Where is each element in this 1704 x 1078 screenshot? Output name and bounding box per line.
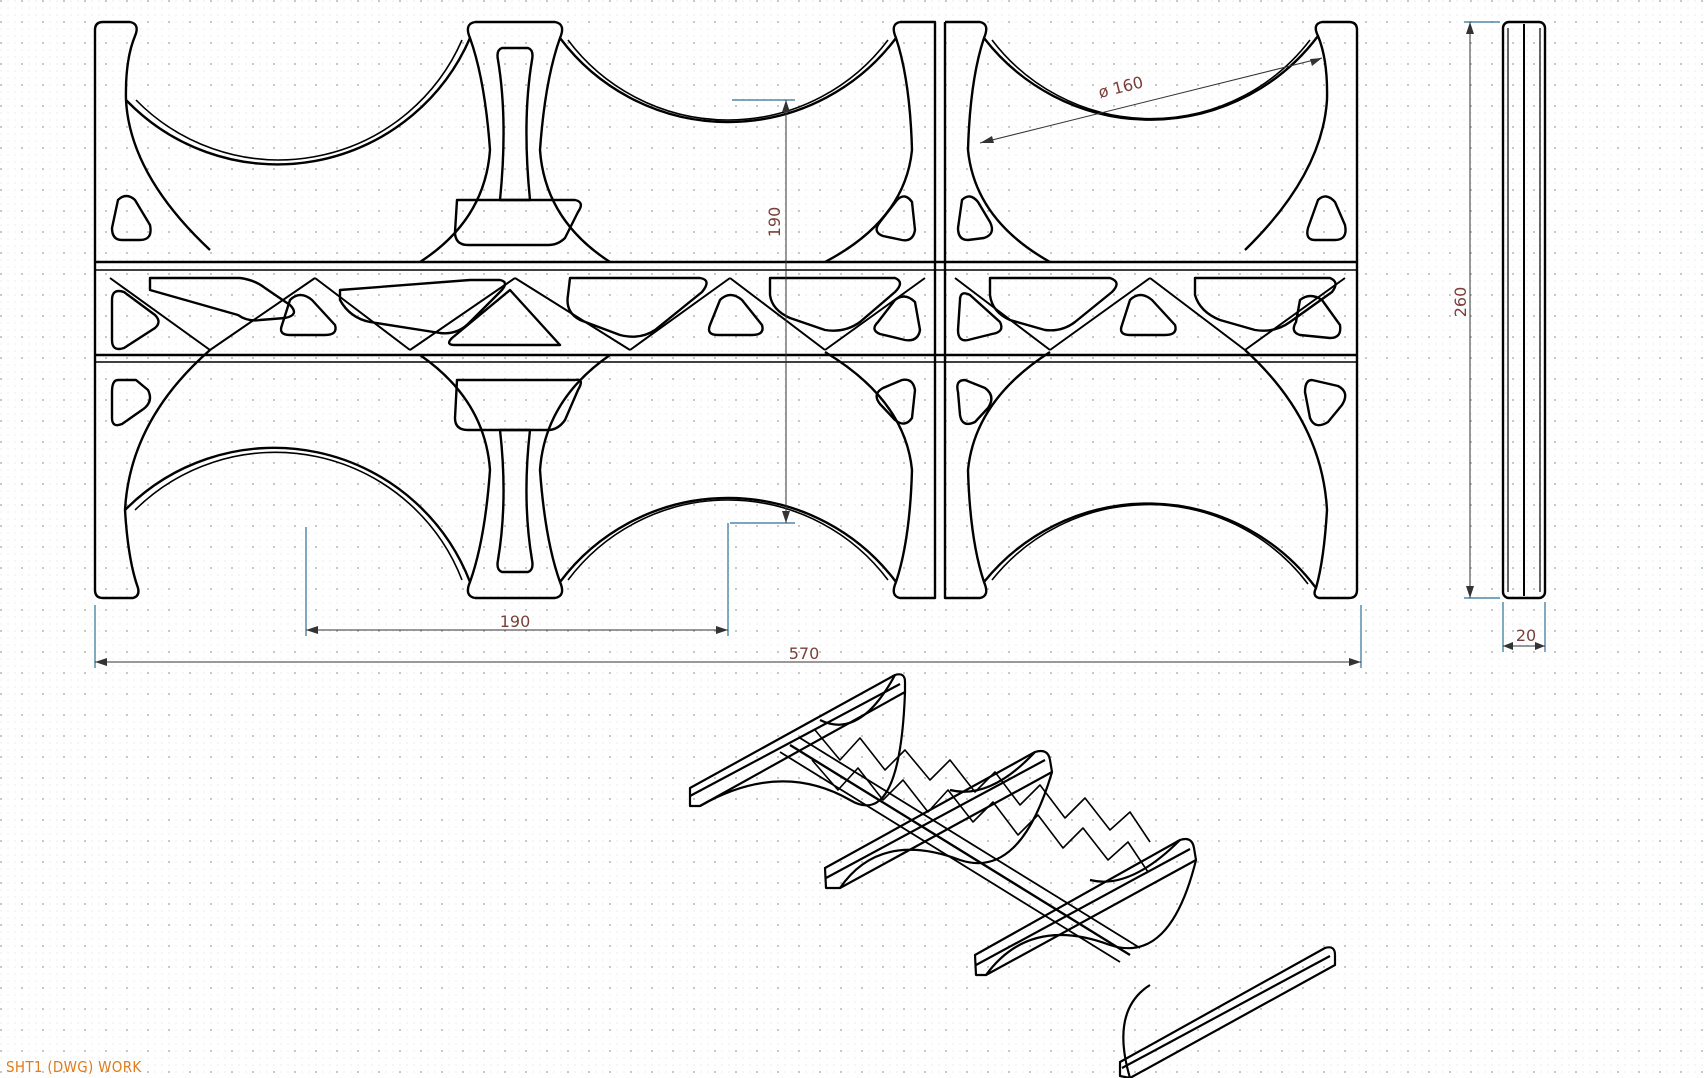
dimension-thickness: 20 bbox=[1516, 626, 1536, 645]
sheet-tab-label[interactable]: SHT1 (DWG) WORK bbox=[6, 1058, 142, 1076]
front-view-outer-outline bbox=[93, 20, 1359, 600]
front-view-circle-cutouts bbox=[124, 35, 1319, 589]
front-view[interactable] bbox=[93, 20, 1359, 600]
isometric-view[interactable] bbox=[688, 673, 1337, 1078]
dimension-pitch-horizontal: 190 bbox=[500, 612, 531, 631]
dimension-overall-width: 570 bbox=[789, 644, 820, 663]
front-view-truss-windows bbox=[110, 276, 1342, 351]
front-view-truss-band bbox=[95, 260, 1357, 363]
front-view-gusset-windows bbox=[110, 194, 1347, 432]
front-view-post-slots bbox=[496, 46, 534, 574]
side-view[interactable] bbox=[1501, 20, 1547, 600]
dimension-lines bbox=[94, 21, 1546, 668]
dimension-overall-height: 260 bbox=[1451, 287, 1470, 318]
dimension-arrowheads bbox=[95, 22, 1545, 666]
dimension-pitch-vertical: 190 bbox=[765, 207, 784, 238]
